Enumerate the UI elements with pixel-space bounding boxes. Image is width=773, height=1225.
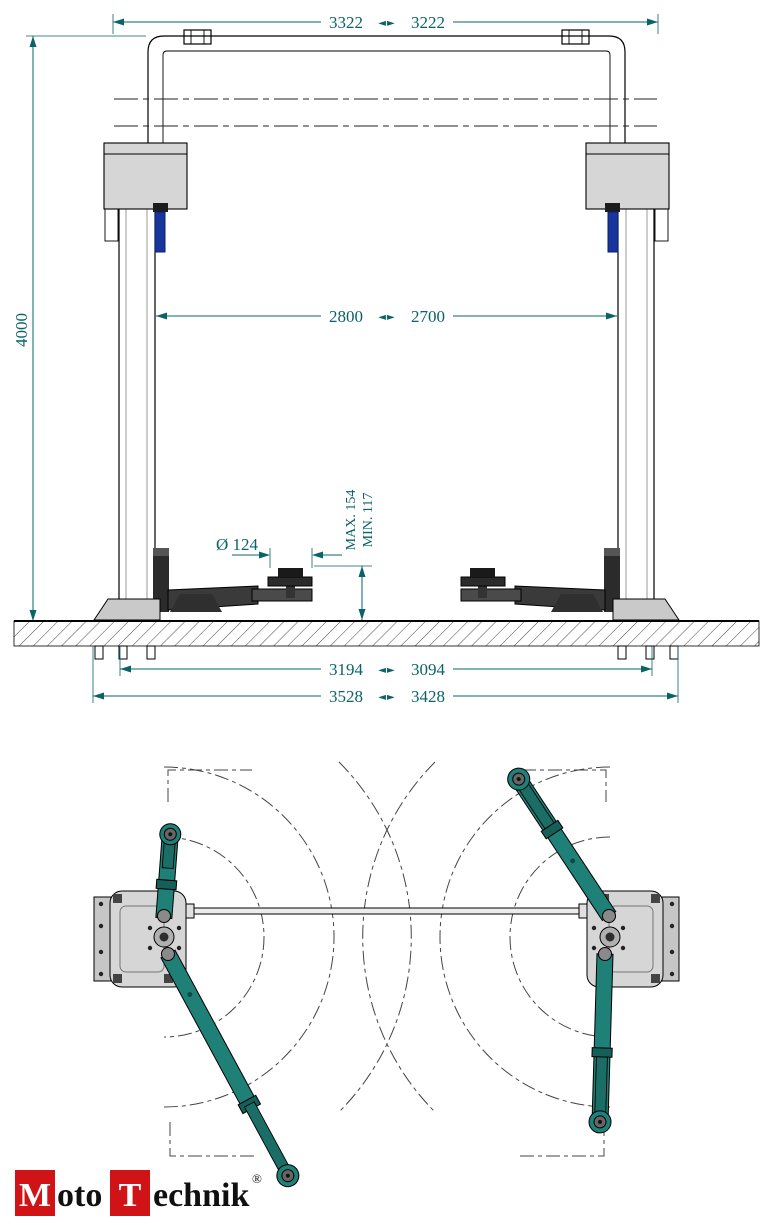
dim-base-outer-left-value: 3528 [329,687,363,706]
swing-arc-left-mid [163,766,335,1108]
dimension-column-clearance: 2800 ◄► 2700 [156,307,617,326]
dim-pad-max-label: MAX. 154 [344,490,359,551]
ceiling-reference-lines [114,98,657,127]
swing-arc-right-large [362,761,436,1113]
dim-clearance-left-value: 2800 [329,307,363,326]
left-column [93,142,188,622]
left-motor-box [103,142,188,210]
right-carriage-blue [607,211,619,253]
logo-red-square-t [110,1170,150,1216]
dimension-base-outer: 3528 ◄► 3428 [92,646,679,706]
dim-height-value: 4000 [12,313,31,347]
plan-pivots-right [591,909,626,961]
swing-arc-left-large [338,761,412,1113]
swing-arc-right-mid [439,766,611,1108]
plan-crossbar-tube [149,907,625,915]
plan-left-backplate [93,896,112,982]
dim-base-inner-right-value: 3094 [411,660,446,679]
dim-base-outer-arrow-icon: ◄► [378,692,395,703]
dim-base-inner-left-value: 3194 [329,660,364,679]
crossbeam-inner-tube [162,50,611,145]
right-pad-rubber [470,568,495,577]
plan-pivots-left [147,909,182,961]
right-carriage-cap [605,203,620,212]
right-post [617,199,655,622]
dimension-top-width: 3322 ◄► 3222 [112,13,659,34]
logo-text-oto: oto [57,1177,102,1214]
dim-pad-diameter-label: Ø 124 [216,535,259,554]
dim-base-outer-right-value: 3428 [411,687,445,706]
plan-arm-lower-left [160,949,300,1188]
front-view: 3322 ◄► 3222 4000 [12,13,760,706]
ground [13,620,760,660]
dimension-base-inner: 3194 ◄► 3094 [119,646,653,679]
dim-clearance-right-value: 2700 [411,307,445,326]
logo-letter-m: M [19,1177,51,1214]
right-bracket [654,208,669,242]
left-carriage-blue [154,211,166,253]
anchor-bolt [669,645,679,660]
dim-pad-min-label: MIN. 117 [361,493,376,548]
dim-base-inner-arrow-icon: ◄► [378,665,395,676]
brand-logo: M oto T echnik ® [15,1170,262,1216]
left-post [118,199,156,622]
overhead-crossbeam [147,29,626,145]
left-baseplate [93,598,161,621]
left-bracket [104,208,119,242]
anchor-bolt [645,645,655,660]
dim-top-left-value: 3322 [329,13,363,32]
plan-right-backplate [661,896,680,982]
logo-red-square-m [15,1170,55,1216]
right-baseplate [612,598,680,621]
left-pad-rubber [278,568,303,577]
anchor-bolt [118,645,128,660]
left-carriage-cap [153,203,168,212]
anchor-bolt [617,645,627,660]
dim-top-arrow-icon: ◄► [378,18,395,29]
ground-hatch [13,620,760,647]
plan-arm-lower-right [588,953,614,1134]
left-arm-bracket [153,556,169,612]
crossbeam-outer-tube [147,35,626,145]
dimension-overall-height: 4000 [12,35,146,621]
anchor-bolt [94,645,104,660]
dim-clearance-arrow-icon: ◄► [378,312,395,323]
dimension-pad-diameter: Ø 124 [216,535,342,568]
anchor-bolt [146,645,156,660]
plan-view [93,761,680,1188]
plan-crossbar [149,903,625,919]
right-column [585,142,680,622]
lift-arm-front-left [167,568,313,612]
plan-arm-upper-right [507,767,617,922]
right-arm-bracket [604,556,620,612]
dimension-pad-height: MAX. 154 MIN. 117 [314,490,376,620]
logo-text-echnik: echnik [153,1177,249,1214]
left-pad-plate [267,576,313,587]
right-pad-plate [460,576,506,587]
logo-registered-mark: ® [252,1171,262,1186]
logo-letter-t: T [119,1177,142,1214]
dim-top-right-value: 3222 [411,13,445,32]
right-motor-box [585,142,670,210]
crossbeam-clamp-left [183,29,212,45]
lift-arm-front-right [460,568,606,612]
plan-arm-upper-left [155,823,182,920]
crossbeam-clamp-right [561,29,590,45]
